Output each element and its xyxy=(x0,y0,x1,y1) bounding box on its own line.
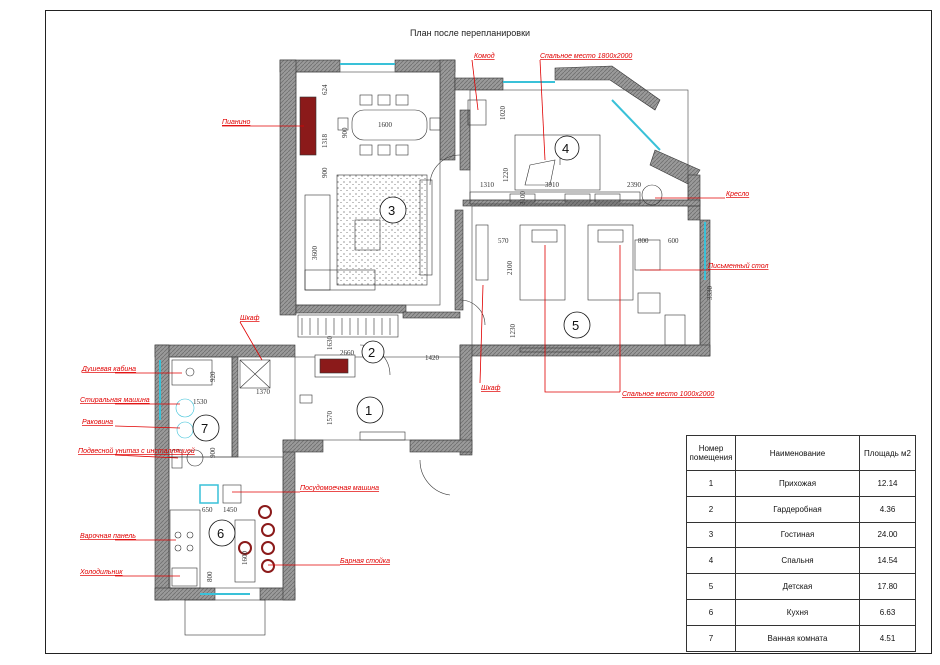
dim: 920 xyxy=(209,371,217,382)
cell-name: Прихожая xyxy=(735,470,860,497)
dim: 2390 xyxy=(627,181,642,189)
cell-number: 2 xyxy=(686,495,736,523)
cell-area: 17.80 xyxy=(859,573,916,600)
bedroom-furniture xyxy=(467,99,663,206)
header-number: Номер помещения xyxy=(686,435,736,471)
dim: 1370 xyxy=(256,388,271,396)
dim: 624 xyxy=(321,84,329,95)
dim: 1450 xyxy=(223,506,238,514)
callout-bar: Барная стойка xyxy=(340,557,390,565)
room-number-3: 3 xyxy=(388,203,395,218)
room-number-7: 7 xyxy=(201,421,208,436)
callout-piano: Пианино xyxy=(222,119,250,126)
windows xyxy=(159,63,706,595)
room-number-1: 1 xyxy=(365,403,372,418)
dim: 570 xyxy=(498,237,509,245)
dim: 1318 xyxy=(321,134,329,149)
dim: 800 xyxy=(206,571,214,582)
cell-name: Гардеробная xyxy=(735,495,860,523)
callout-wardrobe-left: Шкаф xyxy=(240,315,260,322)
walls xyxy=(154,59,711,636)
callout-wardrobe-bottom: Шкаф xyxy=(481,385,501,392)
cell-area: 24.00 xyxy=(859,521,916,549)
cell-name: Ванная комната xyxy=(735,624,860,652)
cell-name: Спальня xyxy=(735,547,860,575)
callout-fridge: Холодильник xyxy=(79,568,123,576)
leader-lines xyxy=(114,59,725,577)
dim: 1230 xyxy=(509,324,517,339)
dim: 800 xyxy=(638,237,649,245)
room-number-4: 4 xyxy=(562,141,569,156)
header-name: Наименование xyxy=(735,435,860,471)
living-furniture xyxy=(299,94,441,291)
dim: 1420 xyxy=(425,354,440,362)
callout-stove: Варочная панель xyxy=(80,533,136,540)
cell-number: 6 xyxy=(686,598,736,626)
plan-title: План после перепланировки xyxy=(409,28,531,38)
callout-shower: Душевая кабина xyxy=(81,365,136,373)
dim: 1570 xyxy=(326,411,334,426)
cell-area: 4.36 xyxy=(859,495,916,523)
dim: 1020 xyxy=(499,106,507,121)
callout-sink: Раковина xyxy=(82,419,113,426)
drawing-frame xyxy=(45,10,932,654)
cell-area: 12.14 xyxy=(859,470,916,497)
rooms-table: Номер помещения Наименование Площадь м2 … xyxy=(686,435,916,652)
dim: 600 xyxy=(668,237,679,245)
header-area: Площадь м2 xyxy=(859,435,916,471)
dim: 1310 xyxy=(480,181,495,189)
dim: 3330 xyxy=(706,286,714,301)
dim: 3100 xyxy=(519,191,527,206)
dim: 1220 xyxy=(502,168,510,183)
cell-area: 14.54 xyxy=(859,547,916,575)
callout-closet-top: Комод xyxy=(474,52,495,60)
dim: 1600 xyxy=(378,121,393,129)
dim: 2660 xyxy=(340,349,355,357)
dim: 1530 xyxy=(193,398,208,406)
dim: 900 xyxy=(321,167,329,178)
table-header-row: Номер помещения Наименование Площадь м2 xyxy=(686,435,916,471)
dim: 2100 xyxy=(506,261,514,276)
cell-number: 7 xyxy=(686,624,736,652)
callout-desk: Письменный стол xyxy=(708,262,769,270)
dim: 1600 xyxy=(241,551,249,566)
room-number-6: 6 xyxy=(217,526,224,541)
cell-area: 6.63 xyxy=(859,598,916,626)
callout-dishwasher: Посудомоечная машина xyxy=(300,484,379,492)
cell-area: 4.51 xyxy=(859,624,916,652)
room-number-2: 2 xyxy=(368,345,375,360)
cell-name: Гостиная xyxy=(735,521,860,549)
cell-name: Кухня xyxy=(735,598,860,626)
dim: 1630 xyxy=(326,336,334,351)
room-numbers xyxy=(192,135,591,547)
callout-armchair: Кресло xyxy=(726,191,749,198)
dim: 900 xyxy=(209,447,217,458)
cell-name: Детская xyxy=(735,573,860,600)
cell-number: 5 xyxy=(686,573,736,600)
dim: 3600 xyxy=(311,246,319,261)
kids-furniture xyxy=(475,224,686,353)
dim: 3910 xyxy=(545,181,560,189)
cell-number: 3 xyxy=(686,521,736,549)
callout-beds-kids: Спальное место 1000х2000 xyxy=(622,391,714,398)
callout-toilet: Подвесной унитаз с инсталляцией xyxy=(78,447,195,455)
callout-washer: Стиральная машина xyxy=(80,397,150,404)
dim: 900 xyxy=(341,127,349,138)
cell-number: 4 xyxy=(686,547,736,575)
room-number-5: 5 xyxy=(572,318,579,333)
callout-bed-double: Спальное место 1800х2000 xyxy=(540,53,632,60)
cell-number: 1 xyxy=(686,470,736,497)
dimensions: 1600 900 1318 624 900 3600 1020 1310 391… xyxy=(193,84,714,582)
dim: 650 xyxy=(202,506,213,514)
